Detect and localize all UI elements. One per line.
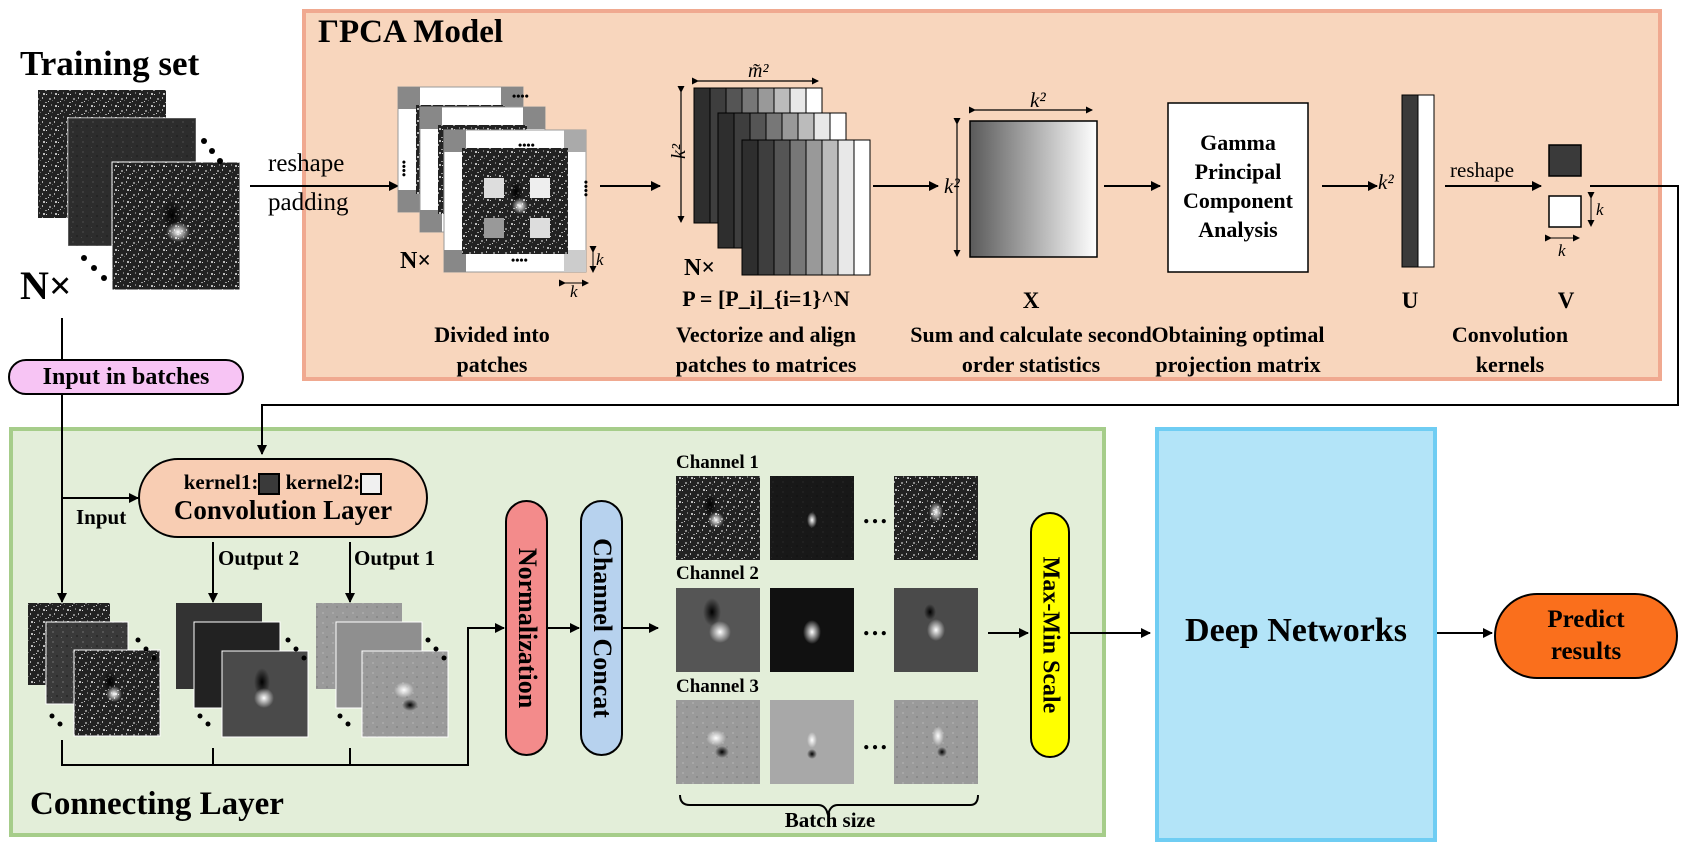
svg-text:••••: •••• <box>397 160 411 177</box>
stage5-symbol: V <box>1557 288 1575 313</box>
pca-model-title: ΓPCA Model <box>318 14 504 50</box>
stage5-caption: Convolution kernels <box>1451 322 1569 377</box>
input-in-batches-pill: Input in batches <box>8 359 244 395</box>
kernel1-label: kernel1: <box>183 469 259 494</box>
x-k2-top: k² <box>1030 88 1046 112</box>
patch-k-vertical: k <box>596 250 604 269</box>
x-k2-side: k² <box>944 174 960 198</box>
stage4-caption: Obtaining optimal projection matrix <box>1151 322 1325 377</box>
svg-text:••••: •••• <box>512 89 529 103</box>
kernel-connector <box>257 185 1679 455</box>
kernel-reshape-label: reshape <box>1450 158 1515 182</box>
stage1-caption: Divided into patches <box>434 322 550 377</box>
output1-images <box>316 603 449 738</box>
connecting-layer-title: Connecting Layer <box>30 786 284 822</box>
training-images <box>38 90 241 291</box>
input-label: Input <box>76 505 127 529</box>
v-k-vertical: k <box>1596 200 1604 219</box>
deep-networks-panel <box>1155 427 1437 842</box>
svg-text:••••: •••• <box>511 253 528 267</box>
stage2-label: P = [P_i]_{i=1}^N <box>682 286 850 311</box>
channel1-ellipsis: … <box>862 500 888 529</box>
deep-networks-label: Deep Networks <box>1185 612 1407 649</box>
matrix-n-times: N× <box>684 255 716 281</box>
gpca-box <box>1167 102 1309 273</box>
matrix-stack <box>677 77 871 276</box>
input-images <box>28 603 161 737</box>
x-matrix <box>953 106 1098 258</box>
stage3-caption: Sum and calculate second order statistic… <box>910 322 1152 377</box>
convolution-layer-title: Convolution Layer <box>173 495 393 526</box>
patches-stack: •••• •••• •••• •••• •••• <box>397 86 597 287</box>
batch-size-brace <box>679 794 979 816</box>
reshape-label: reshape <box>268 150 345 177</box>
channel2-ellipsis: … <box>862 612 888 641</box>
connect-bracket <box>61 623 505 766</box>
training-set-title: Training set <box>20 44 200 83</box>
output2-images <box>176 603 309 738</box>
maxmin-scale-pill: Max-Min Scale <box>1030 512 1070 758</box>
channel-images <box>676 476 978 784</box>
stage2-caption: Vectorize and align patches to matrices <box>675 322 857 377</box>
svg-text:••••: •••• <box>518 138 535 152</box>
v-k-horizontal: k <box>1558 241 1566 260</box>
training-n-times: N× <box>20 263 72 308</box>
channel3-label: Channel 3 <box>676 676 759 697</box>
channel-concat-label: Channel Concat <box>587 538 617 718</box>
convolution-layer-pill: kernel1: kernel2: Convolution Layer <box>138 458 428 538</box>
patches-n-times: N× <box>400 248 432 274</box>
normalization-pill: Normalization <box>505 500 548 756</box>
normalization-label: Normalization <box>512 547 542 709</box>
predict-results-pill: Predict results <box>1494 593 1678 679</box>
gpca-box-label: Gamma Principal Component Analysis <box>1182 130 1293 242</box>
output2-label: Output 2 <box>218 546 300 570</box>
stage4-symbol: U <box>1401 288 1419 313</box>
channel3-ellipsis: … <box>862 726 888 755</box>
patch-k-horizontal: k <box>570 282 578 301</box>
matrix-k2: k² <box>667 144 690 159</box>
kernel2-label: kernel2: <box>285 469 361 494</box>
svg-text:••••: •••• <box>579 180 593 197</box>
stage3-symbol: X <box>1022 288 1040 313</box>
matrix-m2: m̃² <box>748 60 769 82</box>
channel1-label: Channel 1 <box>676 452 759 473</box>
channel2-label: Channel 2 <box>676 563 759 584</box>
maxmin-scale-label: Max-Min Scale <box>1037 556 1064 714</box>
kernel1-swatch <box>258 473 281 496</box>
channel-concat-pill: Channel Concat <box>580 500 623 756</box>
kernel2-swatch <box>360 473 383 496</box>
v-kernels <box>1545 144 1595 242</box>
u-matrix <box>1401 94 1435 268</box>
padding-label: padding <box>268 189 349 216</box>
u-k2: k² <box>1378 170 1394 194</box>
batch-size-label: Batch size <box>784 808 876 832</box>
output1-label: Output 1 <box>354 546 436 570</box>
